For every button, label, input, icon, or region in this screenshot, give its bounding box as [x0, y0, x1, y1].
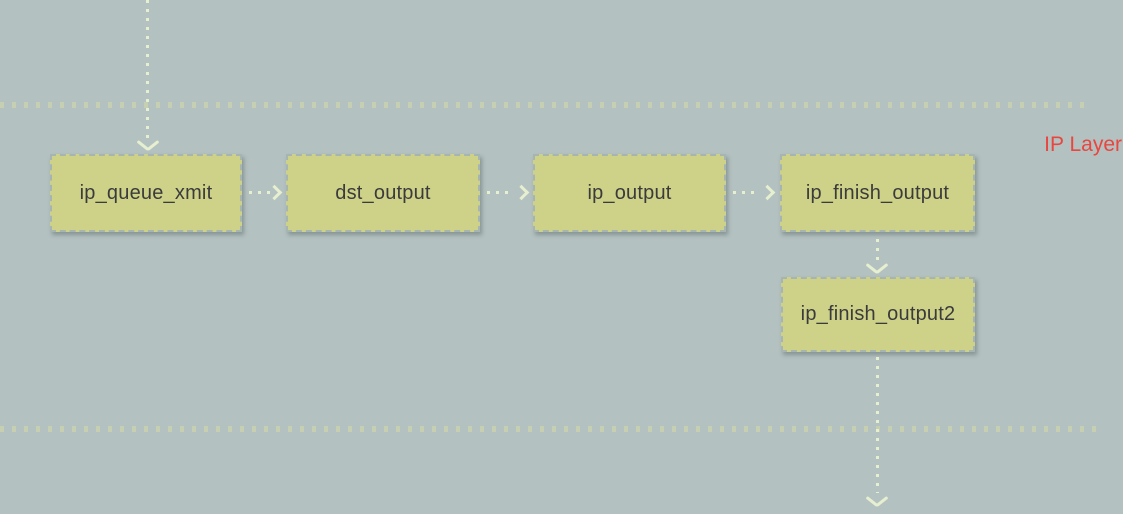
arrow-right-icon — [759, 184, 776, 201]
node-ip-finish-output: ip_finish_output — [780, 154, 975, 232]
node-label: ip_output — [587, 181, 672, 204]
layer-boundary-bottom — [0, 426, 1096, 432]
arrow-down-icon — [137, 140, 159, 152]
arrow-down-icon — [866, 496, 888, 508]
node-ip-output: ip_output — [533, 154, 726, 232]
node-label: ip_queue_xmit — [79, 181, 213, 204]
node-dst-output: dst_output — [286, 154, 480, 232]
node-ip-queue-xmit: ip_queue_xmit — [50, 154, 242, 232]
layer-label: IP Layer — [1044, 133, 1122, 156]
arrow-down-icon — [866, 263, 888, 275]
node-label: ip_finish_output — [805, 181, 950, 204]
arrow-right-icon — [513, 184, 530, 201]
edge-finish-to-finish2-line — [876, 239, 879, 265]
edge-ipoutput-to-finish-line — [733, 191, 759, 194]
edge-queue-to-dst-line — [249, 191, 273, 194]
node-label: ip_finish_output2 — [800, 303, 956, 325]
arrow-right-icon — [266, 184, 283, 201]
edge-incoming-line — [146, 0, 149, 138]
layer-boundary-top — [0, 102, 1092, 108]
edge-dst-to-ipoutput-line — [487, 191, 513, 194]
node-ip-finish-output2: ip_finish_output2 — [781, 277, 975, 352]
node-label: dst_output — [335, 181, 431, 204]
edge-outgoing-line — [876, 357, 879, 493]
